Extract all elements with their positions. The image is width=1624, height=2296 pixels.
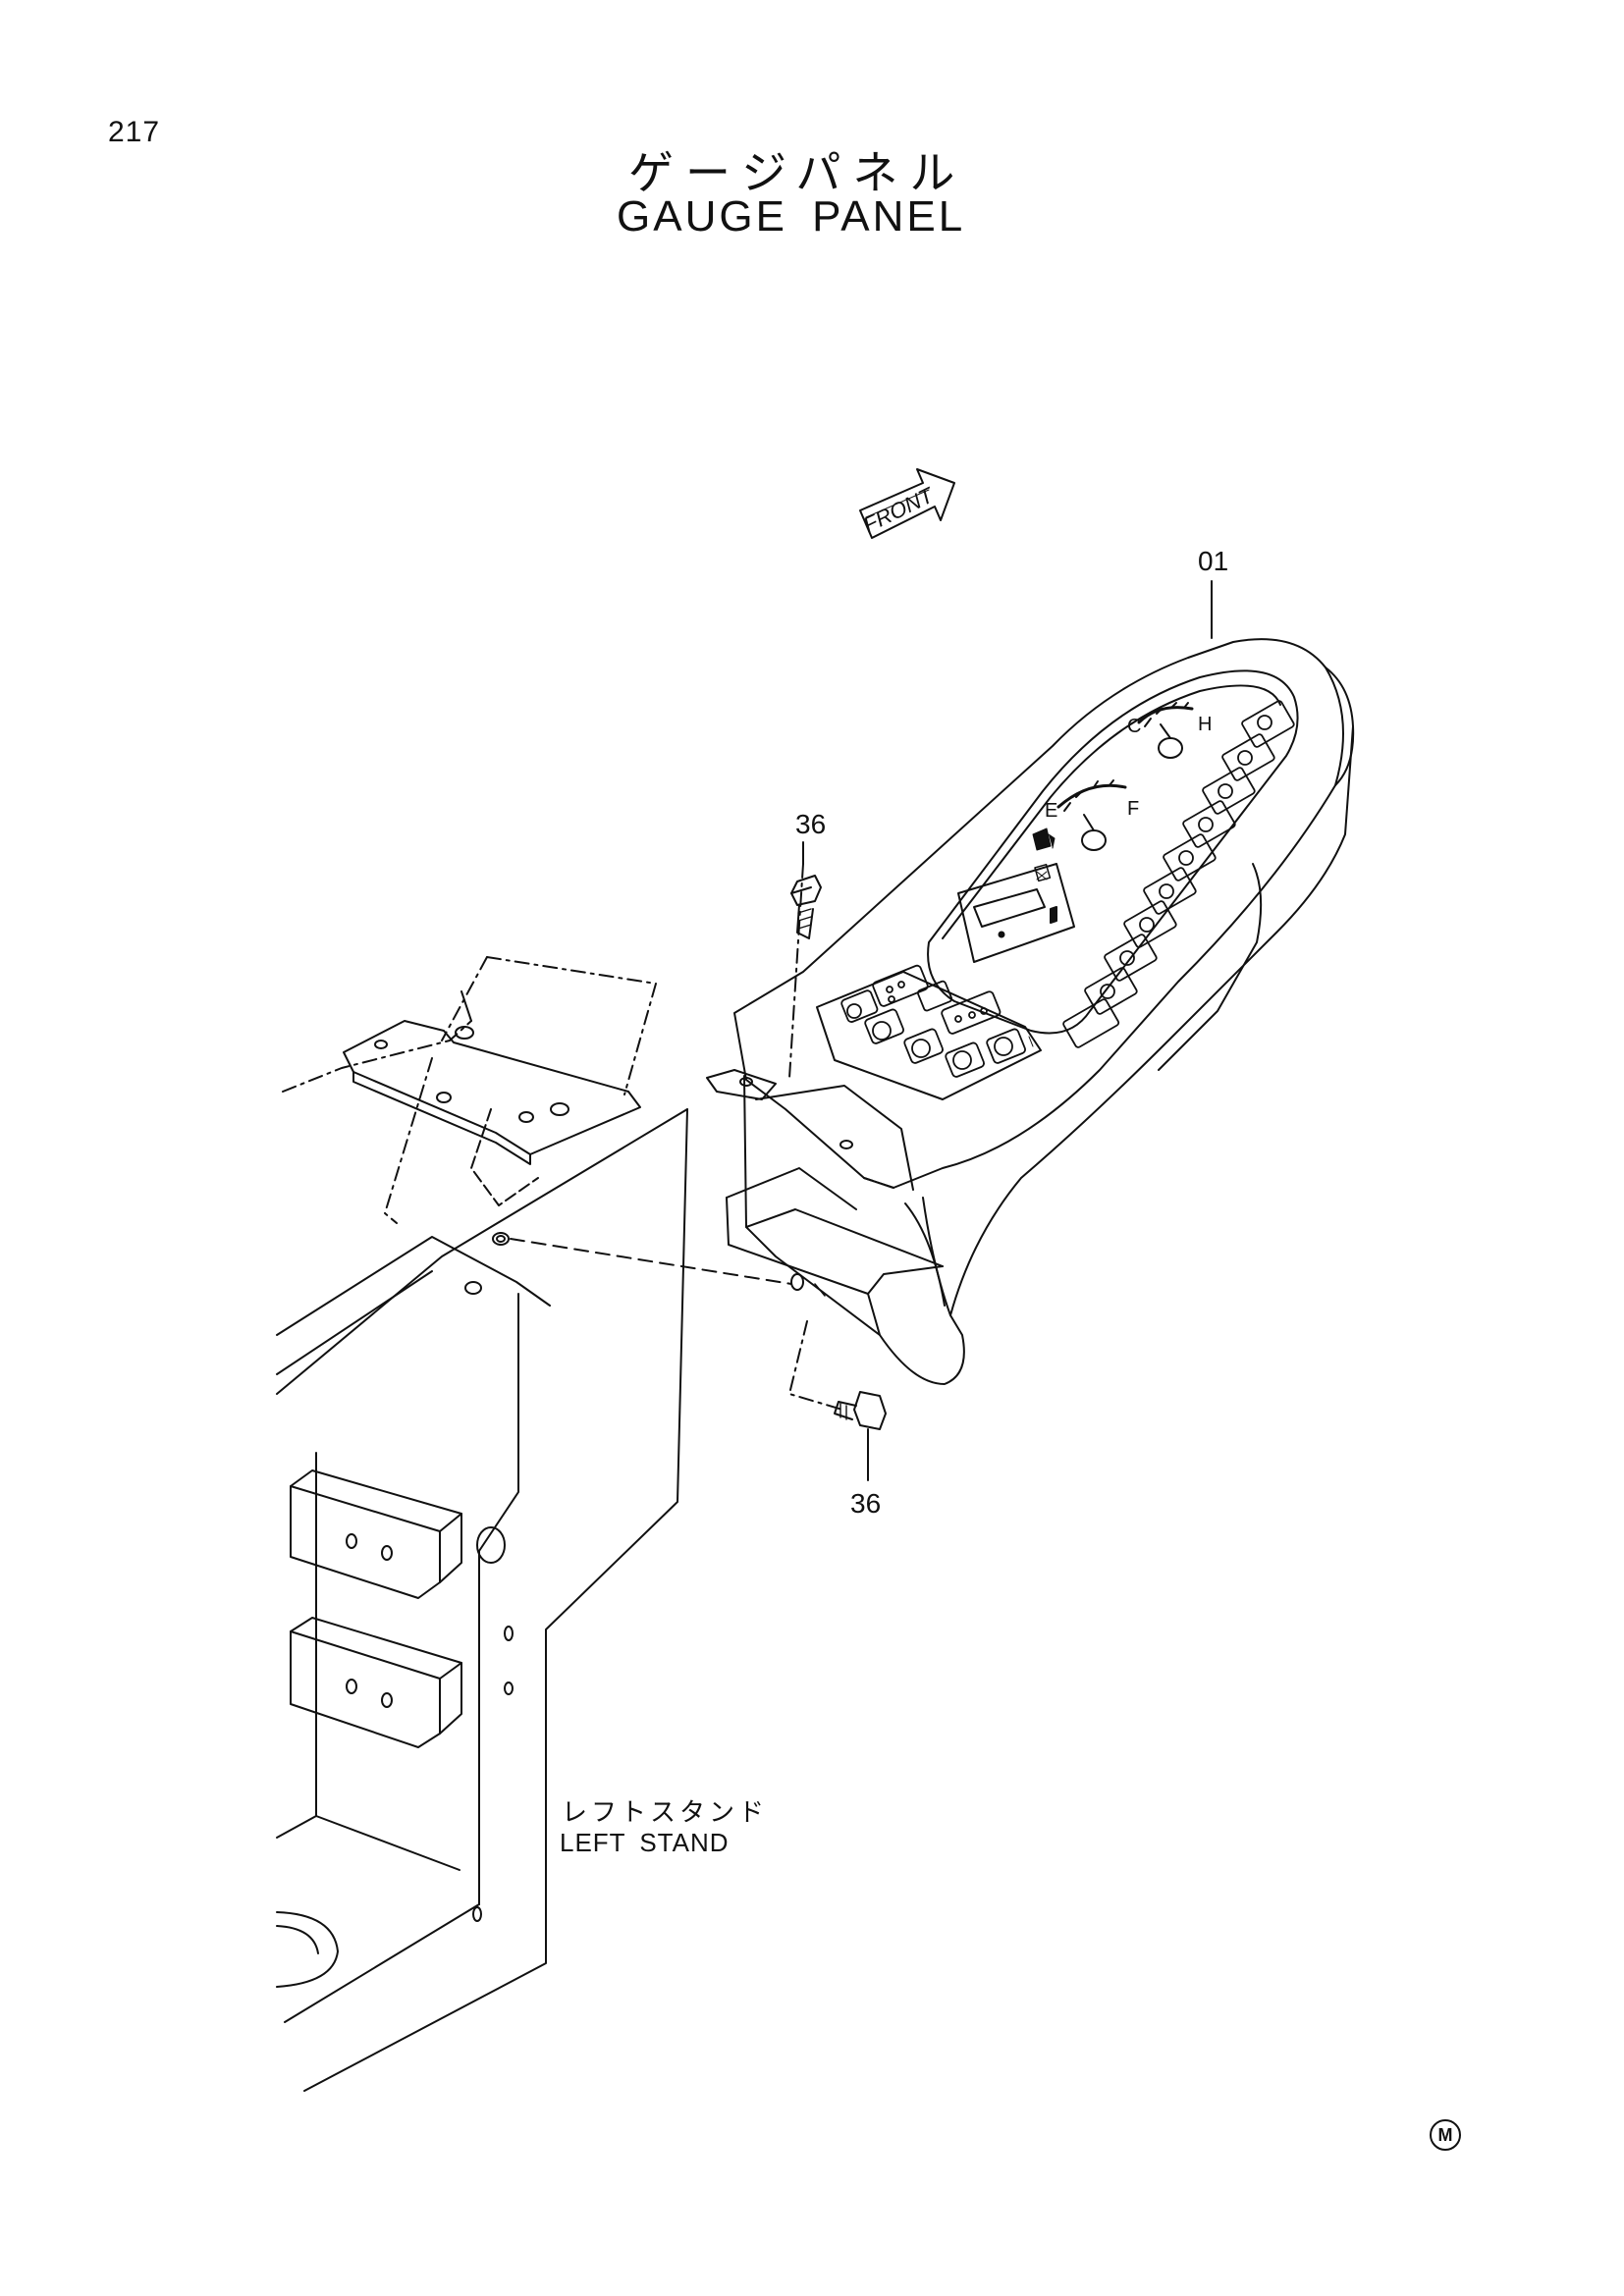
gauge-panel-housing xyxy=(706,638,1355,1385)
temperature-gauge-cold-label: C xyxy=(1127,716,1141,737)
front-arrow-icon: FRONT xyxy=(859,468,955,539)
page-number: 217 xyxy=(108,116,161,148)
fuel-gauge-empty-label: E xyxy=(1045,800,1057,822)
upper-bolt-36 xyxy=(788,841,822,1079)
left-stand-label-japanese: レフトスタンド xyxy=(562,1798,769,1828)
page-title-japanese: ゲージパネル xyxy=(628,146,967,199)
callout-label-36-lower: 36 xyxy=(850,1488,882,1519)
lower-bolt-36 xyxy=(788,1320,887,1481)
front-arrow-label: FRONT xyxy=(859,482,938,537)
connection-dashed-line xyxy=(510,1238,792,1285)
fuel-pump-icon xyxy=(1032,828,1056,851)
callout-label-01: 01 xyxy=(1198,546,1229,576)
catalog-mark: M xyxy=(1430,2119,1461,2151)
page-title: GAUGE PANEL xyxy=(617,192,966,240)
temperature-gauge-hot-label: H xyxy=(1198,714,1212,735)
callout-label-36-upper: 36 xyxy=(795,809,827,839)
left-stand-label: LEFT STAND xyxy=(560,1828,730,1857)
left-stand-frame xyxy=(276,956,688,2092)
fuel-gauge-full-label: F xyxy=(1127,798,1139,820)
